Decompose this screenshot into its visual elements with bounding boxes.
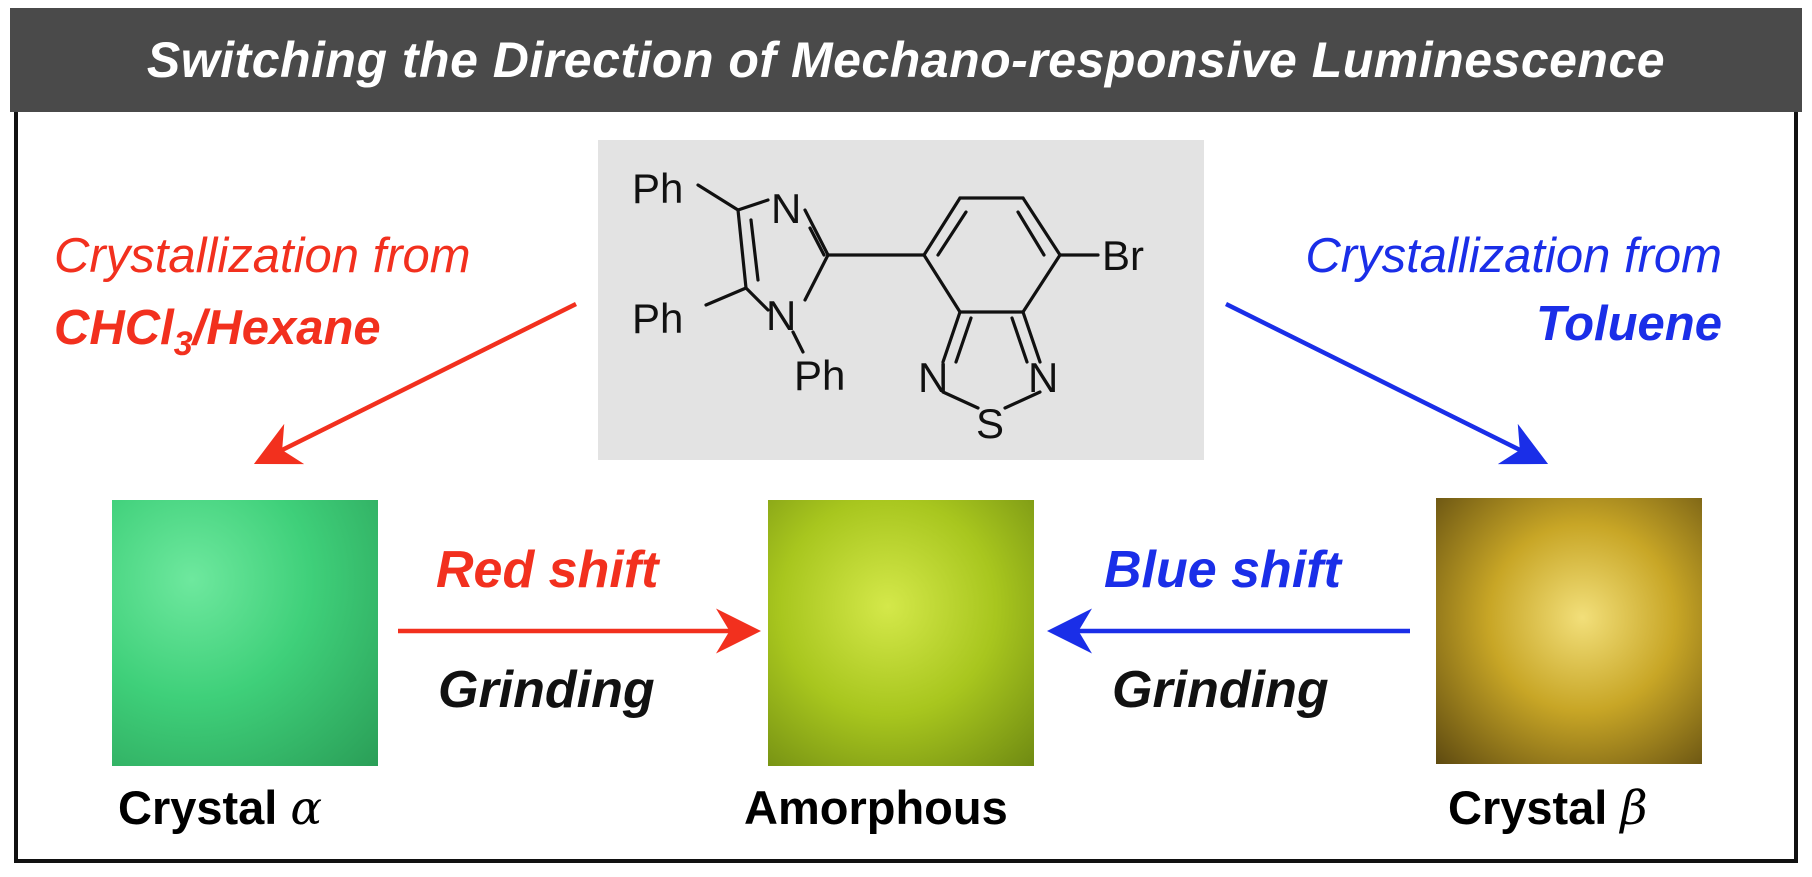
swatch-crystal-beta (1436, 498, 1702, 764)
right-grinding-label: Grinding (1112, 661, 1329, 719)
right-route-solvent: Toluene (1535, 297, 1722, 351)
atom-n-left: N (918, 354, 948, 401)
atom-n-right: N (1028, 354, 1058, 401)
swatch-amorphous (768, 500, 1034, 766)
title-bar: Switching the Direction of Mechano-respo… (10, 8, 1802, 112)
molecule-structure-box: Ph N Ph N Ph Br N N S (598, 140, 1204, 460)
left-route-line1: Crystallization from (54, 229, 471, 283)
atom-n-imidazole-bottom: N (766, 292, 796, 339)
atom-n-imidazole-top: N (771, 185, 801, 232)
swatch-crystal-alpha (112, 500, 378, 766)
caption-crystal-beta: Crystal β (1448, 780, 1648, 836)
caption-crystal-beta-text: Crystal (1448, 781, 1608, 834)
blue-shift-label: Blue shift (1104, 541, 1341, 599)
caption-crystal-alpha-text: Crystal (118, 781, 278, 834)
figure-title: Switching the Direction of Mechano-respo… (146, 32, 1666, 88)
atom-s: S (976, 400, 1004, 447)
left-route-solvent: CHCl3/Hexane (54, 300, 381, 364)
left-grinding-label: Grinding (438, 661, 655, 719)
alpha-symbol: α (290, 781, 323, 836)
left-route-solvent-suffix: /Hexane (192, 301, 381, 355)
caption-crystal-alpha: Crystal α (118, 780, 322, 836)
red-shift-label: Red shift (436, 541, 659, 599)
molecule-structure: Ph N Ph N Ph Br N N S (632, 165, 1144, 447)
right-route-line1: Crystallization from (1305, 229, 1722, 283)
atom-ph-bottom: Ph (794, 352, 845, 399)
beta-symbol: β (1620, 781, 1648, 836)
atom-ph-middle: Ph (632, 295, 683, 342)
atom-ph-top: Ph (632, 165, 683, 212)
left-route-subscript: 3 (173, 324, 193, 363)
caption-amorphous: Amorphous (744, 781, 1008, 834)
atom-br: Br (1102, 232, 1144, 279)
left-route-solvent-name: CHCl (54, 301, 174, 355)
